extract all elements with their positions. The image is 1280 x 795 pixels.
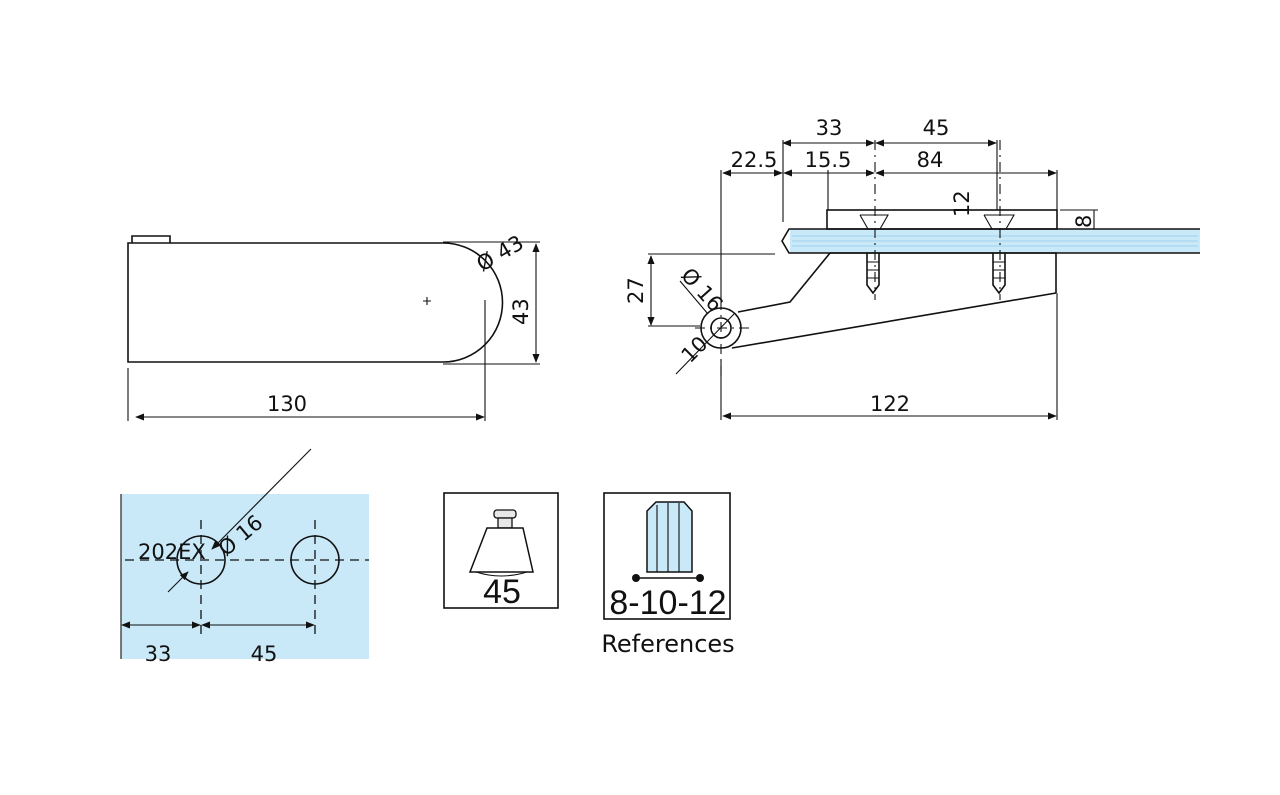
diameter-leader-out (167, 571, 189, 593)
bracket-lower-arm (731, 292, 1057, 349)
hole-dim-45-label: 45 (251, 642, 278, 666)
references-caption: References (601, 630, 734, 658)
bolt-right (992, 253, 1006, 295)
model-label: 202EX (138, 540, 206, 564)
countersink-profiles (859, 214, 1015, 230)
side-extension-horizontal (648, 209, 1098, 327)
cutout-value: 45 (483, 573, 521, 611)
hole-view: 202EX Ø 16 33 45 (120, 448, 369, 666)
bottom-plate (830, 252, 1057, 293)
bracket-upper-arm (737, 252, 831, 313)
height-label: 43 (509, 298, 533, 325)
glass-thickness-value: 8-10-12 (609, 584, 726, 622)
dim-45-label: 45 (923, 116, 950, 140)
hole-vertical-centerlines (200, 520, 316, 640)
extension-lines (443, 241, 540, 365)
dim-15-5-label: 15.5 (805, 148, 852, 172)
top-view: 43 Ø 43 130 (127, 231, 540, 421)
diameter-leader-in (211, 448, 312, 550)
extension-lines-horizontal (127, 300, 486, 421)
top-clamp-plate (826, 209, 1058, 230)
countersunk-bolt-icon (468, 509, 534, 577)
dim-22-5-label: 22.5 (731, 148, 778, 172)
cutout-box-frame (443, 492, 559, 609)
dim-122-label: 122 (870, 392, 910, 416)
side-extension-lines (720, 140, 1058, 420)
hole-dim-33-label: 33 (145, 642, 172, 666)
dim-10-leader (675, 313, 735, 375)
pivot-mark (423, 297, 431, 305)
dim-33-label: 33 (816, 116, 843, 140)
dim-12-label: 12 (950, 190, 974, 217)
glass-box-frame (603, 492, 731, 620)
dim-84-label: 84 (917, 148, 944, 172)
bolt-left (866, 253, 880, 295)
dim-10-label: 10 (677, 332, 713, 368)
glass-cutout-area (121, 494, 369, 659)
length-label: 130 (267, 392, 307, 416)
bolt-centerlines (874, 140, 1001, 300)
dim-27-label: 27 (624, 277, 648, 304)
top-tab (131, 235, 171, 243)
dim-16-leader (679, 280, 709, 315)
glass-hatch (792, 235, 1198, 247)
bolt-left-thread (867, 261, 879, 279)
cutout-box: 45 (443, 492, 559, 611)
radius-label: Ø 43 (473, 231, 528, 277)
fitting-outline (127, 242, 504, 363)
side-view: 33 45 22.5 15.5 84 12 8 27 Ø 16 10 122 (624, 116, 1200, 420)
glass-thickness-icon (632, 501, 704, 582)
bolt-right-thread (993, 261, 1005, 279)
glass-box: 8-10-12 References (601, 492, 735, 658)
dim-8-label: 8 (1072, 215, 1096, 228)
